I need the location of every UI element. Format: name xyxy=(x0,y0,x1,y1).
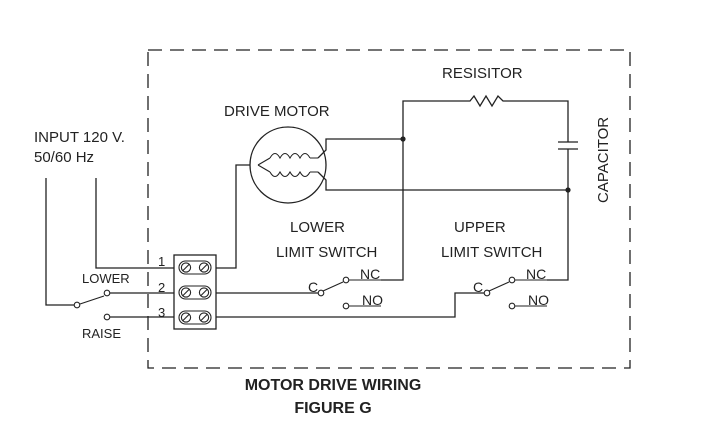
terminal-block: 1 2 3 xyxy=(158,254,217,330)
figure-title: MOTOR DRIVE WIRING xyxy=(245,377,422,394)
lower-switch-no-contact xyxy=(342,302,350,310)
upper-switch-blade xyxy=(488,281,510,292)
selector-common-contact xyxy=(73,301,81,309)
wire-upper-nc-to-capacitor xyxy=(547,190,569,281)
wire-motor-lower-lead xyxy=(317,171,568,191)
wire-lower-nc-to-resistor xyxy=(381,139,404,281)
selector-raise-label: RAISE xyxy=(82,326,121,341)
upper-switch-nc-contact xyxy=(508,276,516,284)
drive-motor xyxy=(249,126,327,204)
input-wire-hot xyxy=(95,178,174,269)
upper-switch-no-label: NO xyxy=(528,292,549,308)
lower-switch-blade xyxy=(322,281,344,292)
terminal-1-label: 1 xyxy=(158,254,165,269)
enclosure-boundary xyxy=(147,49,631,369)
resistor xyxy=(402,94,569,142)
upper-switch-label-line1: UPPER xyxy=(454,219,506,236)
upper-switch-common-label: C xyxy=(473,279,483,295)
lower-switch-common xyxy=(317,289,325,297)
selector-raise-contact xyxy=(103,313,111,321)
wire-terminal-3-to-upper-switch xyxy=(216,292,484,318)
upper-limit-switch: C NC NO xyxy=(216,190,569,318)
selector-lower-contact xyxy=(103,289,111,297)
terminal-2-label: 2 xyxy=(158,280,165,295)
capacitor xyxy=(558,141,578,150)
input-wire-common xyxy=(45,178,74,306)
terminal-3 xyxy=(178,310,212,325)
upper-switch-label-line2: LIMIT SWITCH xyxy=(441,244,542,261)
lower-limit-switch: C NC NO xyxy=(216,139,404,310)
lower-switch-no-label: NO xyxy=(362,292,383,308)
motor-label: DRIVE MOTOR xyxy=(224,103,330,120)
lower-switch-label-line2: LIMIT SWITCH xyxy=(276,244,377,261)
upper-switch-no-contact xyxy=(508,302,516,310)
capacitor-label: CAPACITOR xyxy=(595,117,612,203)
wire-terminal-1-to-motor xyxy=(216,164,250,269)
selector-lower-label: LOWER xyxy=(82,271,130,286)
figure-subtitle: FIGURE G xyxy=(294,400,371,417)
wire-motor-upper-lead xyxy=(317,138,403,159)
lower-switch-common-label: C xyxy=(308,279,318,295)
lower-switch-label-line1: LOWER xyxy=(290,219,345,236)
terminal-1 xyxy=(178,260,212,275)
terminal-3-label: 3 xyxy=(158,305,165,320)
lower-switch-nc-contact xyxy=(342,276,350,284)
upper-switch-nc-label: NC xyxy=(526,266,546,282)
lower-switch-nc-label: NC xyxy=(360,266,380,282)
selector-blade xyxy=(79,295,105,305)
terminal-2 xyxy=(178,285,212,300)
resistor-label: RESISITOR xyxy=(442,65,523,82)
input-label-line2: 50/60 Hz xyxy=(34,149,94,166)
input-label-line1: INPUT 120 V. xyxy=(34,129,125,146)
upper-switch-common xyxy=(483,289,491,297)
